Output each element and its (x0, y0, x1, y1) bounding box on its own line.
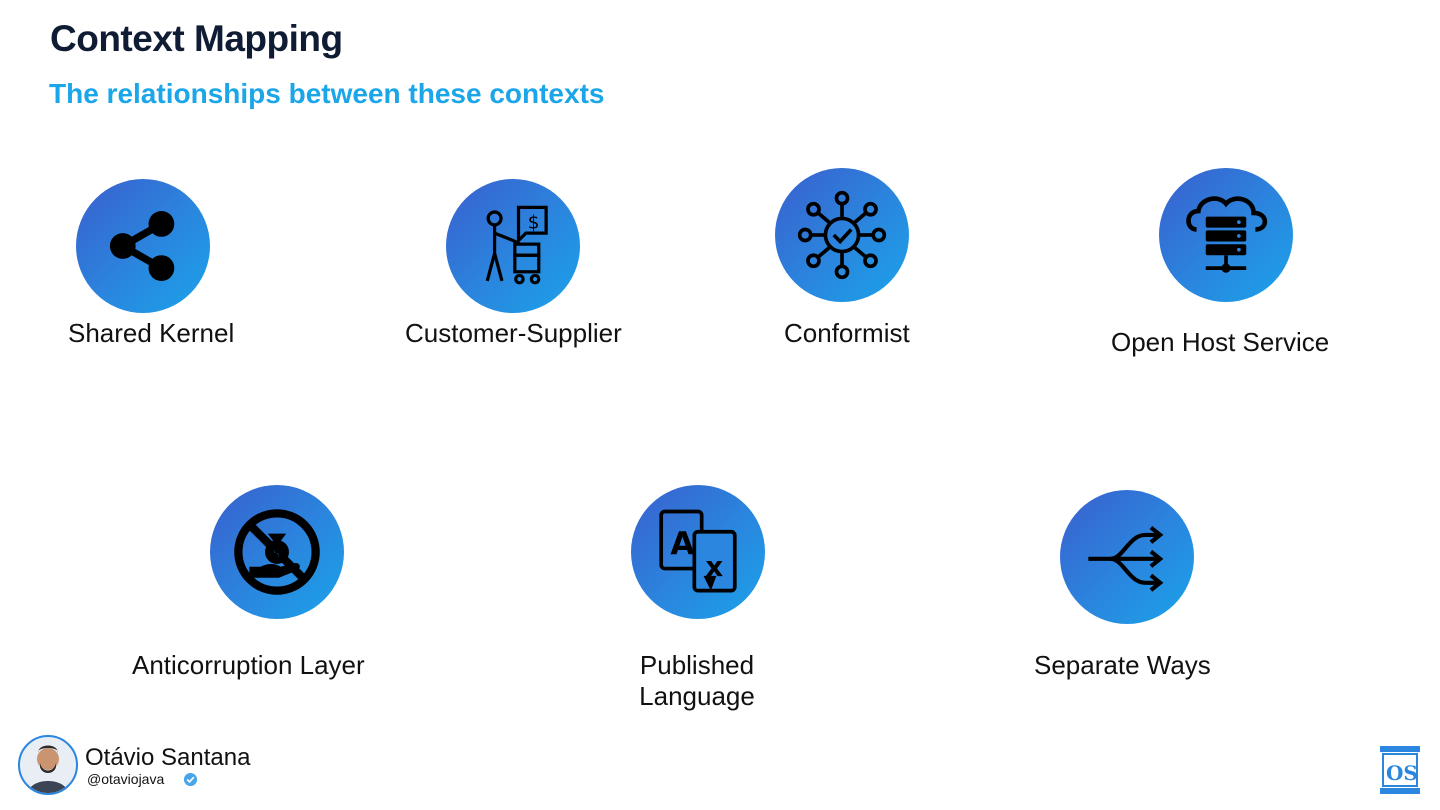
author-handle: @otaviojava (87, 771, 165, 787)
label-published-language: Published Language (631, 650, 763, 712)
label-published-language-text: Published Language (639, 650, 755, 711)
os-logo: OS (1378, 744, 1422, 796)
network-check-icon (775, 168, 909, 302)
share-icon (76, 179, 210, 313)
verified-badge-icon (183, 772, 198, 787)
cloud-server-icon (1159, 168, 1293, 302)
svg-text:x: x (705, 550, 723, 583)
label-customer-supplier: Customer-Supplier (405, 318, 622, 348)
slide-subtitle: The relationships between these contexts (49, 78, 605, 109)
translate-icon: A x (631, 485, 765, 619)
no-bribery-icon: $ (210, 485, 344, 619)
author-name: Otávio Santana (85, 744, 251, 771)
label-shared-kernel: Shared Kernel (68, 318, 235, 348)
vendor-cart-icon: $ (446, 179, 580, 313)
slide-title: Context Mapping (50, 18, 343, 59)
label-anticorruption-layer: Anticorruption Layer (132, 650, 365, 680)
label-conformist: Conformist (784, 318, 910, 348)
svg-text:$: $ (272, 547, 280, 562)
logo-text: OS (1386, 761, 1418, 785)
svg-text:A: A (670, 526, 695, 562)
author-avatar (18, 735, 78, 795)
svg-text:$: $ (528, 213, 540, 234)
label-separate-ways: Separate Ways (1034, 650, 1211, 680)
label-open-host-service: Open Host Service (1111, 327, 1330, 357)
diverging-arrows-icon (1060, 490, 1194, 624)
